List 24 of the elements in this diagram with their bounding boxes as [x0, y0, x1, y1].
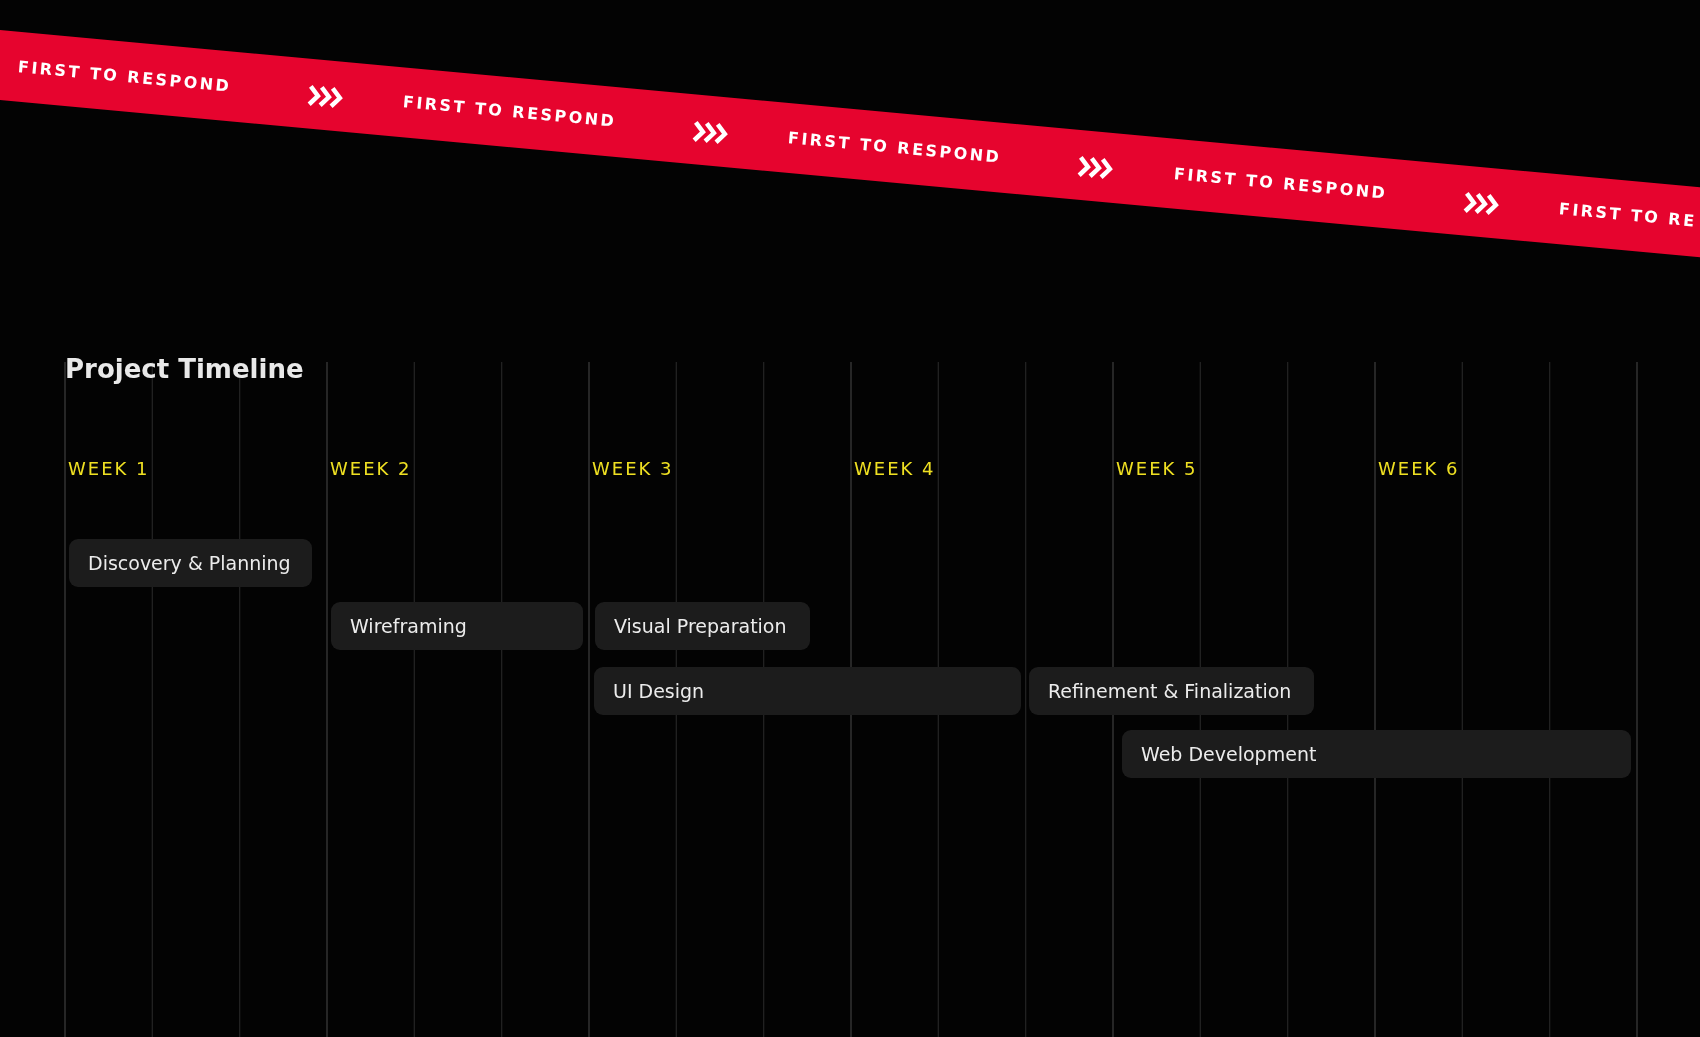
task-label: Visual Preparation	[614, 614, 787, 638]
banner-text: FIRST TO RESPOND	[17, 56, 233, 97]
task-bar	[1029, 667, 1314, 715]
task-label: Refinement & Finalization	[1048, 679, 1292, 703]
week-heading: WEEK 6	[1378, 458, 1460, 480]
banner-text: FIRST TO RESPOND	[787, 127, 1003, 168]
task-label: Discovery & Planning	[88, 551, 291, 575]
task-label: UI Design	[613, 679, 705, 703]
week-heading: WEEK 3	[592, 458, 674, 480]
week-heading: WEEK 4	[854, 458, 936, 480]
task-bar	[594, 667, 1021, 715]
task-bar	[331, 602, 583, 650]
task-label: Wireframing	[350, 614, 467, 638]
timeline-title: Project Timeline	[65, 353, 304, 385]
task-bar	[69, 539, 312, 587]
week-heading: WEEK 1	[68, 458, 150, 480]
week-heading: WEEK 2	[330, 458, 412, 480]
task-bar	[595, 602, 810, 650]
task-label: Web Development	[1141, 742, 1317, 766]
week-heading: WEEK 5	[1116, 458, 1198, 480]
task-bar	[1122, 730, 1631, 778]
banner-text: FIRST TO RE	[1558, 199, 1698, 232]
banner-text: FIRST TO RESPOND	[1173, 163, 1389, 204]
banner-text: FIRST TO RESPOND	[402, 92, 618, 132]
